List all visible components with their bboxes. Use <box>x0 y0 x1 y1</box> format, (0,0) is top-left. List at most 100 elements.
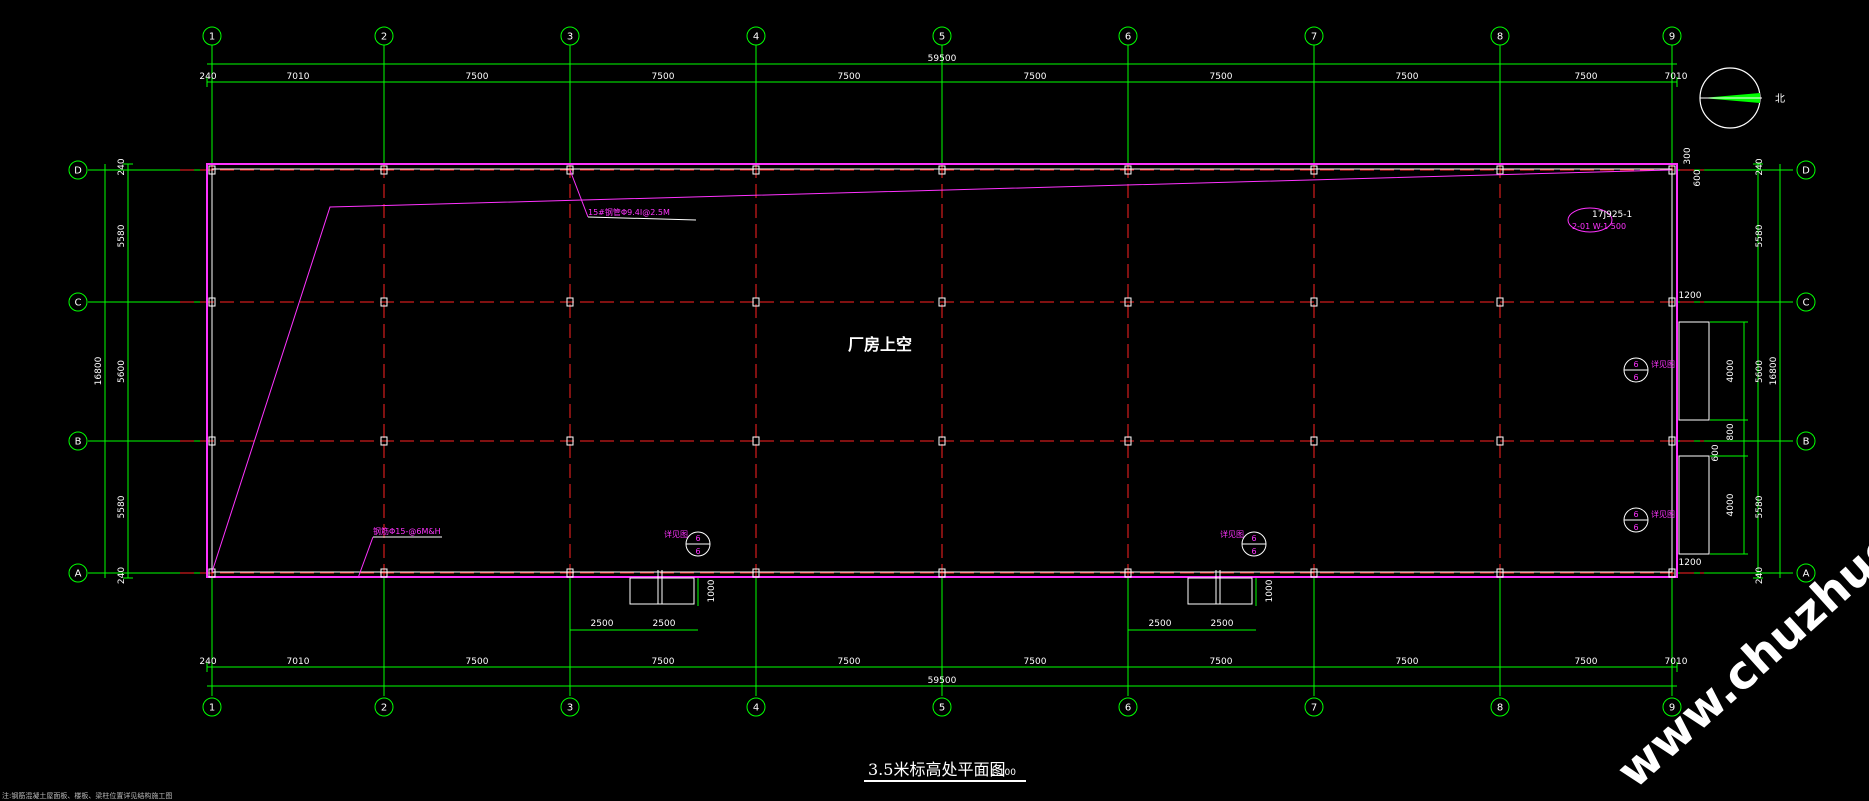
dim-bay: 7500 <box>1024 72 1047 82</box>
dim-right-inner: 300 <box>1683 147 1693 164</box>
svg-text:8: 8 <box>1497 703 1503 714</box>
column-marker <box>1124 297 1132 307</box>
dim-bay: 7010 <box>1665 657 1688 667</box>
column-marker <box>752 568 760 578</box>
dim-bay: 7500 <box>838 657 861 667</box>
svg-text:详见图: 详见图 <box>1220 529 1244 539</box>
column-marker <box>938 568 946 578</box>
svg-text:6: 6 <box>1251 547 1256 556</box>
title-scale: 1:100 <box>990 768 1016 778</box>
column-marker <box>380 165 388 175</box>
svg-text:B: B <box>75 437 82 448</box>
dim-vertical-seg: 5580 <box>117 224 127 247</box>
column-marker <box>380 568 388 578</box>
dim-right-inner: 4000 <box>1726 493 1736 516</box>
dim-right-inner: 1200 <box>1679 558 1702 568</box>
svg-text:9: 9 <box>1669 703 1675 714</box>
svg-text:6: 6 <box>695 547 700 556</box>
dim-bay: 7500 <box>1575 657 1598 667</box>
dim-door-depth: 1000 <box>1265 579 1275 602</box>
svg-text:4: 4 <box>753 32 759 43</box>
svg-text:6: 6 <box>1251 534 1256 543</box>
svg-text:3: 3 <box>567 32 573 43</box>
detail-bubble-right-1: 6 6 详见图 <box>1623 357 1675 383</box>
grid-lines <box>88 45 1793 696</box>
svg-text:1: 1 <box>209 703 215 714</box>
column-marker <box>1124 568 1132 578</box>
dim-bay: 7500 <box>1396 657 1419 667</box>
axis-bubble-1: 1 <box>202 26 222 46</box>
leader-bottom-label: 钢筋Φ15-@6M&H <box>373 526 441 536</box>
dim-right-inner: 800 <box>1726 423 1736 440</box>
column-marker <box>938 165 946 175</box>
center-label: 厂房上空 <box>848 335 912 354</box>
dim-vertical-seg: 5600 <box>117 360 127 383</box>
column-marker <box>752 297 760 307</box>
dim-bay: 7500 <box>1024 657 1047 667</box>
dim-bay: 7500 <box>1396 72 1419 82</box>
axis-bubble-8: 8 <box>1490 697 1510 717</box>
svg-text:9: 9 <box>1669 32 1675 43</box>
column-marker <box>1124 165 1132 175</box>
dim-bay: 7500 <box>652 72 675 82</box>
dim-right-inner: 600 <box>1693 169 1703 186</box>
detail-ref-small: 2-01 W-1 500 <box>1572 222 1626 231</box>
axis-bubble-5: 5 <box>932 26 952 46</box>
column-marker <box>1496 436 1504 446</box>
svg-text:3: 3 <box>567 703 573 714</box>
axis-bubble-7: 7 <box>1304 697 1324 717</box>
dim-vertical-total: 16800 <box>1769 356 1779 385</box>
dim-door-width: 2500 <box>653 619 676 629</box>
column-marker <box>208 568 216 578</box>
column-marker <box>1124 436 1132 446</box>
axis-bubble-D: D <box>68 160 88 180</box>
svg-text:6: 6 <box>1125 32 1131 43</box>
axis-bubble-6: 6 <box>1118 697 1138 717</box>
footnote: 注:钢筋混凝土屋面板、楼板、梁柱位置详见结构施工图 <box>2 791 172 800</box>
svg-text:详见图: 详见图 <box>1651 509 1675 519</box>
axis-bubble-4: 4 <box>746 26 766 46</box>
svg-text:A: A <box>1803 569 1810 580</box>
axis-bubble-8: 8 <box>1490 26 1510 46</box>
dim-bay: 7500 <box>1575 72 1598 82</box>
svg-text:1: 1 <box>209 32 215 43</box>
column-marker <box>1310 297 1318 307</box>
axis-bubble-D: D <box>1796 160 1816 180</box>
dim-vertical-seg: 240 <box>1755 567 1765 584</box>
column-marker <box>1310 165 1318 175</box>
axis-bubble-C: C <box>1796 292 1816 312</box>
column-marker <box>1496 297 1504 307</box>
column-marker <box>566 436 574 446</box>
svg-text:A: A <box>75 569 82 580</box>
svg-text:6: 6 <box>1633 523 1638 532</box>
axis-bubble-6: 6 <box>1118 26 1138 46</box>
axis-bubble-B: B <box>68 431 88 451</box>
dim-vertical-seg: 240 <box>1755 158 1765 175</box>
detail-bubble-right-2: 6 6 详见图 <box>1623 507 1675 533</box>
axis-bubble-B: B <box>1796 431 1816 451</box>
axis-bubble-C: C <box>68 292 88 312</box>
door-openings <box>570 570 1257 631</box>
dim-vertical-seg: 5580 <box>117 495 127 518</box>
axis-bubble-3: 3 <box>560 26 580 46</box>
svg-text:6: 6 <box>695 534 700 543</box>
axis-bubble-1: 1 <box>202 697 222 717</box>
dim-bay: 7010 <box>287 72 310 82</box>
column-marker <box>752 436 760 446</box>
axis-bubble-7: 7 <box>1304 26 1324 46</box>
dim-vertical-seg: 5580 <box>1755 495 1765 518</box>
detail-ref-bubble <box>1567 207 1613 233</box>
svg-text:4: 4 <box>753 703 759 714</box>
svg-text:6: 6 <box>1125 703 1131 714</box>
north-label: 北 <box>1775 93 1785 105</box>
svg-text:C: C <box>1803 298 1810 309</box>
dim-door-depth: 1000 <box>707 579 717 602</box>
drawing-title: 3.5米标高处平面图 1:100 <box>864 760 1026 782</box>
inner-wall <box>211 168 1673 573</box>
svg-text:5: 5 <box>939 32 945 43</box>
dim-vertical-seg: 5600 <box>1755 360 1765 383</box>
column-marker <box>1668 436 1676 446</box>
svg-text:6: 6 <box>1633 510 1638 519</box>
